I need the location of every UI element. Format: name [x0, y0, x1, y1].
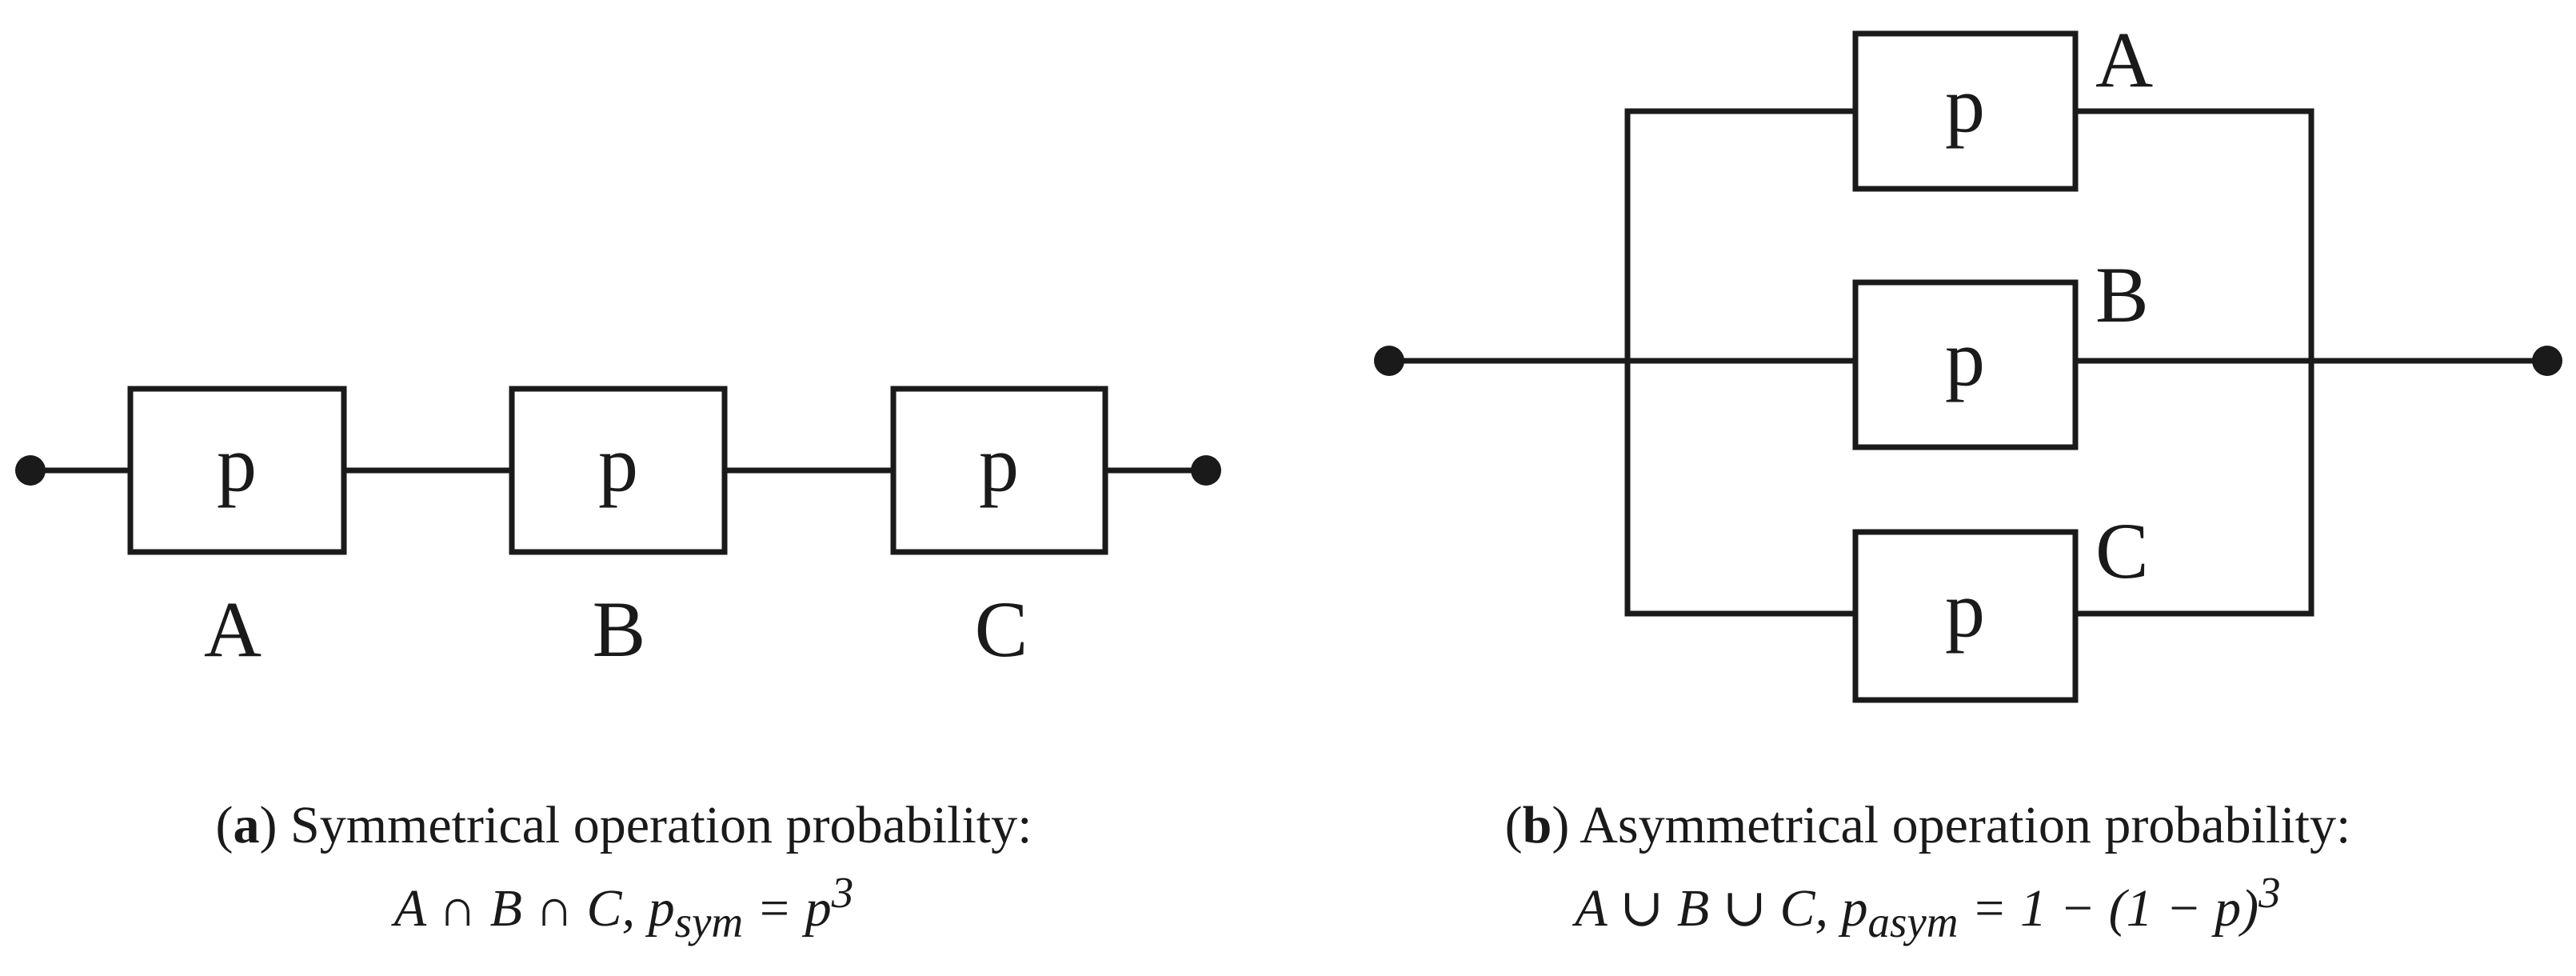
series-component-c-label: C	[975, 585, 1028, 674]
parallel-component-b-value: p	[1945, 314, 1985, 403]
series-component-b-value: p	[598, 420, 638, 509]
parallel-component-c-value: p	[1945, 566, 1985, 654]
parallel-component-c-box	[1852, 529, 2079, 703]
parallel-component-b-box	[1852, 279, 2079, 450]
series-component-b-label: B	[593, 585, 646, 674]
series-component-c-value: p	[979, 420, 1019, 509]
caption-b-text: Asymmetrical operation probability:	[1580, 796, 2351, 854]
parallel-terminal-in	[1374, 346, 1404, 376]
parallel-component-a-value: p	[1945, 61, 1985, 150]
series-component-a-value: p	[217, 420, 257, 509]
caption-b-formula-main: A ∪ B ∪ C, p	[1575, 879, 1868, 938]
caption-a-formula-superscript: 3	[831, 868, 854, 917]
series-component-b-box	[509, 386, 728, 555]
caption-b-formula-subscript: asym	[1867, 898, 1959, 947]
parallel-component-a-label: A	[2095, 15, 2153, 104]
caption-b-tag: b	[1522, 796, 1552, 854]
caption-a-formula-subscript: sym	[674, 898, 744, 947]
caption-b-line-1: (b) Asymmetrical operation probability:	[1504, 796, 2351, 854]
caption-a-tag: a	[233, 796, 260, 854]
caption-b: (b) Asymmetrical operation probability: …	[1280, 792, 2576, 956]
caption-a-text: Symmetrical operation probability:	[290, 796, 1032, 854]
parallel-component-b-label: B	[2095, 250, 2149, 339]
caption-b-formula-rest: = 1 − (1 − p)	[1958, 879, 2259, 938]
series-component-a-label: A	[204, 585, 262, 674]
series-diagram: p p p A B C	[15, 386, 1221, 674]
caption-a-formula: A ∩ B ∩ C, psym = p3	[0, 859, 1248, 956]
parallel-diagram: p p p A B C	[1374, 15, 2562, 703]
parallel-component-c-label: C	[2095, 506, 2149, 595]
caption-b-formula: A ∪ B ∪ C, pasym = 1 − (1 − p)3	[1280, 859, 2576, 956]
caption-a-line-1: (a) Symmetrical operation probability:	[215, 796, 1032, 854]
caption-b-formula-superscript: 3	[2258, 868, 2281, 917]
series-terminal-in	[15, 455, 46, 486]
caption-a-formula-rest: = p	[743, 879, 832, 938]
caption-a: (a) Symmetrical operation probability: A…	[0, 792, 1248, 956]
series-component-a-box	[127, 386, 347, 555]
series-component-c-box	[890, 386, 1108, 555]
series-terminal-out	[1191, 455, 1221, 486]
parallel-terminal-out	[2532, 346, 2562, 376]
parallel-component-a-box	[1852, 30, 2079, 192]
caption-a-formula-main: A ∩ B ∩ C, p	[393, 879, 675, 938]
